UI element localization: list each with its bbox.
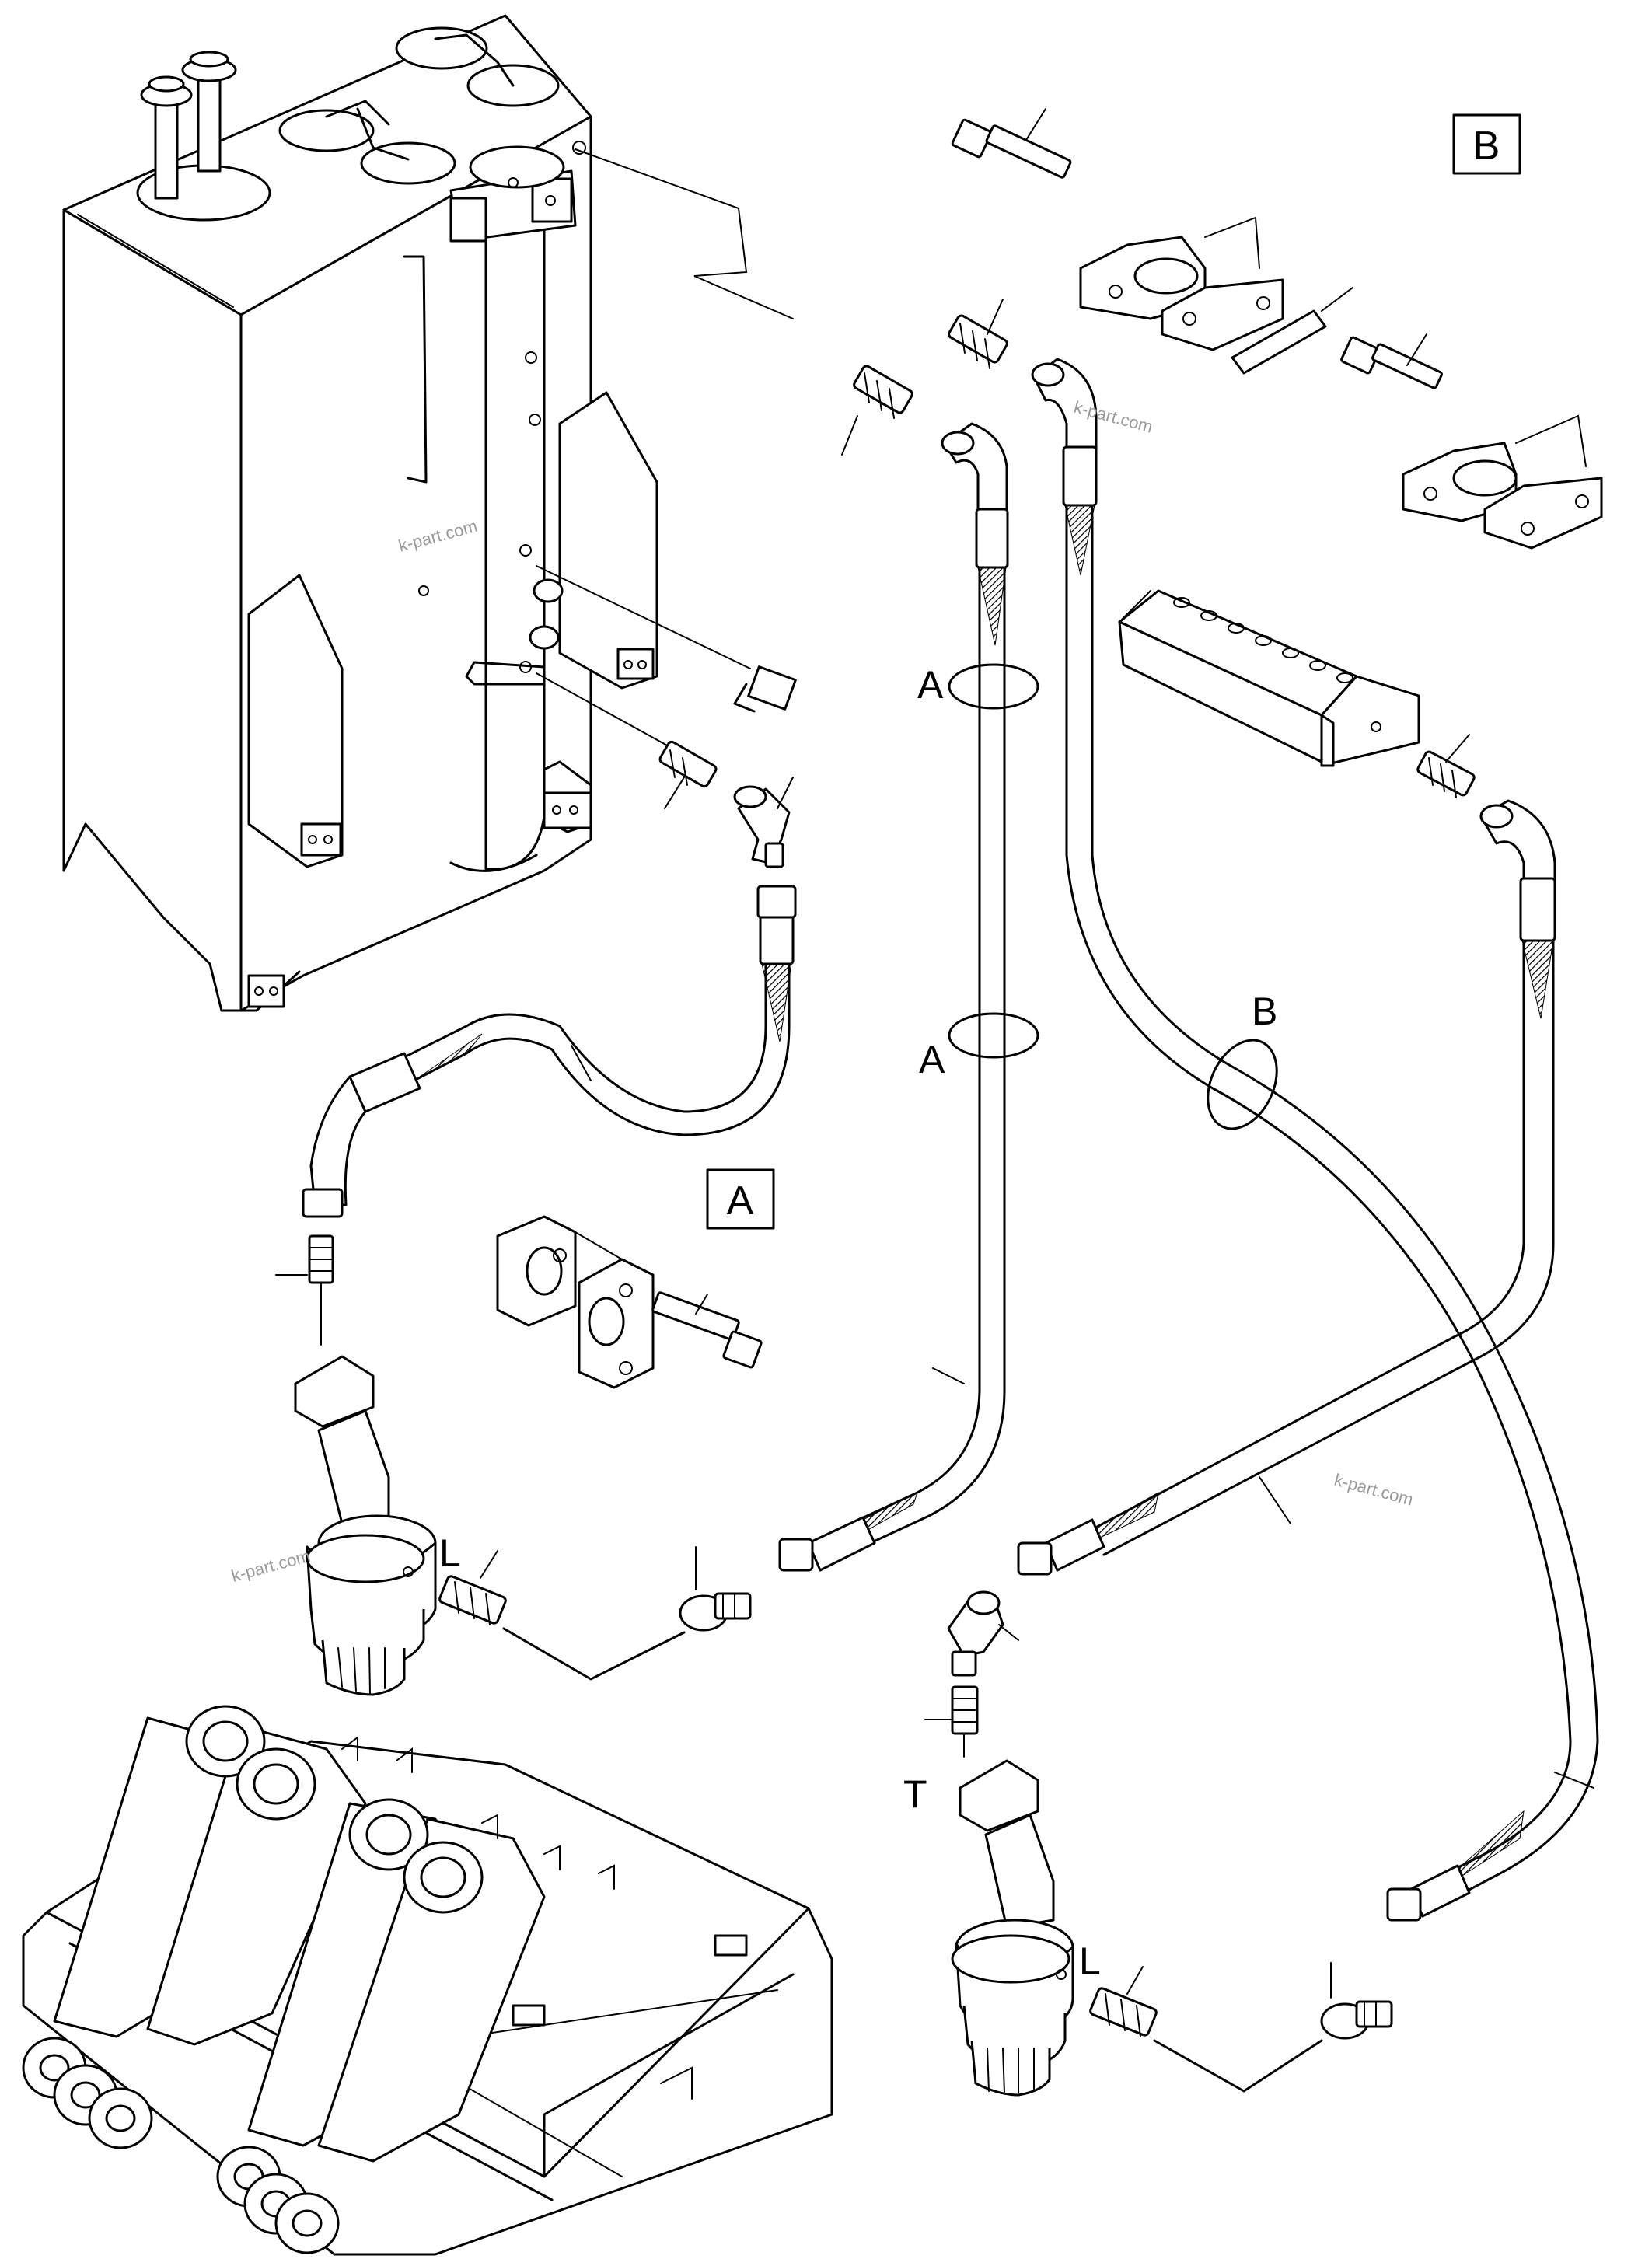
hose-left-loop (302, 885, 797, 1218)
bolt-top (951, 108, 1072, 179)
view-b-label: B (1473, 124, 1500, 169)
port-l-right: L (1079, 1940, 1101, 1983)
tank-fitting-side (658, 740, 794, 868)
right-elbow-fittings (924, 1590, 1019, 1758)
hydraulic-tank (62, 14, 658, 1012)
hose-b-diagonal: B (1031, 358, 1599, 1922)
ring-a-lower-label: A (919, 1038, 945, 1081)
left-pump-fittings (438, 1546, 752, 1681)
right-pump-fittings (1089, 1962, 1393, 2093)
port-t: T (903, 1772, 927, 1816)
hose-right-manifold (1017, 799, 1556, 1576)
left-adapter (275, 1234, 334, 1346)
tank-fitting-upper (841, 299, 1008, 456)
view-a-label: A (727, 1178, 754, 1224)
ring-a-upper-label: A (917, 663, 944, 707)
watermark: k-part.com (1332, 1470, 1416, 1510)
main-frame (22, 1705, 833, 2256)
view-b-box: B (1452, 113, 1521, 175)
hose-a-vertical: A A (778, 422, 1039, 1572)
manifold-fitting (1416, 734, 1476, 798)
right-pump: T L (903, 1759, 1101, 2097)
manifold-block (1118, 589, 1420, 767)
clamp-b (1079, 216, 1603, 550)
view-a-box: A (706, 1168, 775, 1230)
port-l-left: L (439, 1531, 461, 1575)
left-pump: L (294, 1355, 461, 1696)
clamp-a (496, 1215, 763, 1389)
tank-leaders (536, 148, 794, 747)
ring-b-label: B (1252, 990, 1277, 1033)
watermark: k-part.com (229, 1546, 313, 1586)
drain-plug (733, 665, 797, 713)
